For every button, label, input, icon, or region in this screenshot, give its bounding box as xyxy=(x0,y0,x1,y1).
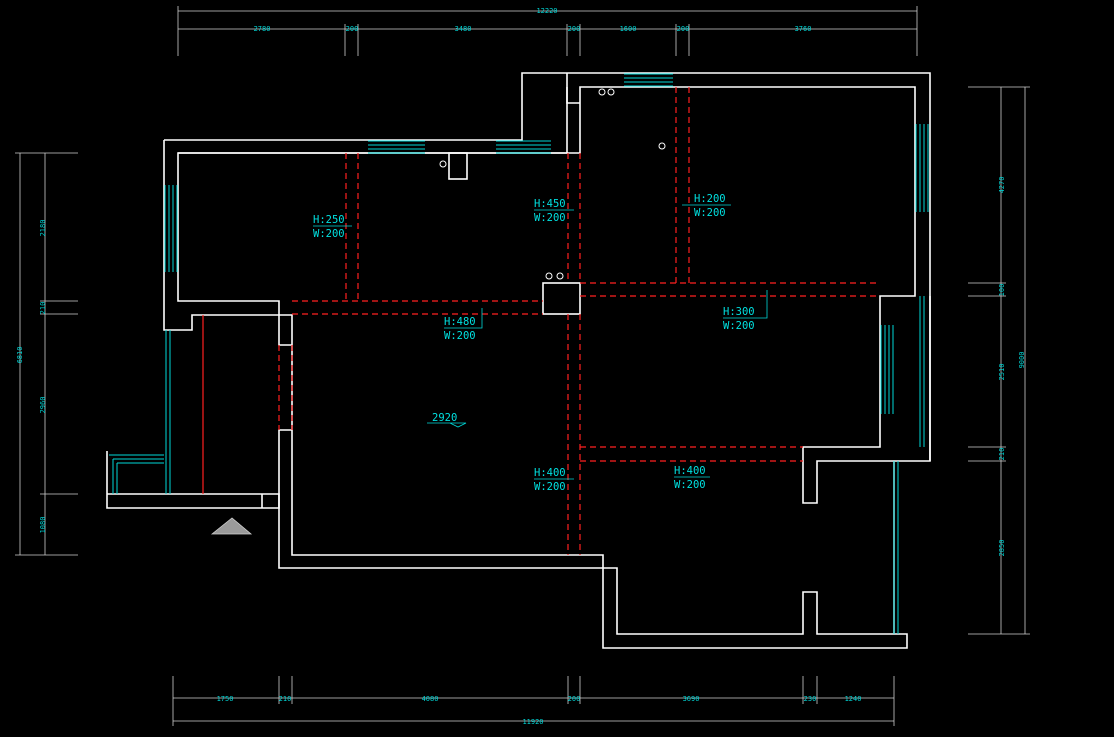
area-label: 2920 xyxy=(432,412,457,424)
beam-label-w: W:200 xyxy=(534,212,566,224)
beam-8 xyxy=(278,345,293,430)
drain-icon xyxy=(439,160,447,168)
bottom-dim-3: 4080 xyxy=(422,695,439,703)
right-dim-total: 9000 xyxy=(1018,352,1026,369)
column-box xyxy=(542,282,581,315)
fixtures xyxy=(210,88,666,535)
beam-2 xyxy=(567,153,581,283)
left-dim-2: 210 xyxy=(39,302,47,315)
pipe-icon xyxy=(556,272,564,280)
area-label-underline xyxy=(427,422,467,428)
walls xyxy=(106,72,931,649)
right-dim-1: 4270 xyxy=(998,177,1006,194)
beam-label-w: W:200 xyxy=(444,330,476,342)
stove-icon xyxy=(607,88,615,96)
left-dim-4: 1080 xyxy=(39,517,47,534)
entrance-arrow-icon xyxy=(210,517,253,535)
bottom-dim-7: 1240 xyxy=(845,695,862,703)
window-balcony xyxy=(109,454,164,494)
right-dim-3: 2510 xyxy=(998,364,1006,381)
top-dim-6: 200 xyxy=(677,25,690,33)
balcony-wall xyxy=(106,451,280,509)
beam-labels: H:250 W:200 H:450 W:200 H:200 W:200 H:48… xyxy=(313,193,768,493)
beam-label-h: H:400 xyxy=(674,465,706,477)
bottom-dim-6: 230 xyxy=(804,695,817,703)
leader-line xyxy=(723,290,768,319)
top-total-dim: 12220 xyxy=(536,7,557,15)
bottom-dim-1: 1750 xyxy=(217,695,234,703)
beam-label-w: W:200 xyxy=(723,320,755,332)
beam-label-h: H:450 xyxy=(534,198,566,210)
beams xyxy=(202,87,880,555)
bottom-dim-2: 210 xyxy=(279,695,292,703)
window-top-1 xyxy=(368,140,425,154)
window-right-4 xyxy=(893,461,899,634)
bottom-dim-5: 3690 xyxy=(683,695,700,703)
window-right-1 xyxy=(915,124,929,212)
drain-icon xyxy=(658,142,666,150)
window-right-3 xyxy=(919,296,925,447)
left-dimensions: 2180 210 6810 2960 1080 xyxy=(15,152,78,556)
beam-6 xyxy=(567,314,581,555)
beam-1 xyxy=(345,153,359,301)
beam-label-w: W:200 xyxy=(694,207,726,219)
windows xyxy=(109,73,929,634)
beam-label-w: W:200 xyxy=(674,479,706,491)
bottom-dimensions: 1750 210 4080 200 3690 230 1240 11920 xyxy=(172,676,895,726)
bottom-total-dim: 11920 xyxy=(522,718,543,726)
left-dim-1: 2180 xyxy=(39,220,47,237)
window-top-2 xyxy=(496,140,551,154)
beam-7 xyxy=(580,446,803,462)
top-dim-7: 3760 xyxy=(795,25,812,33)
right-dim-4: 210 xyxy=(998,448,1006,461)
beam-5 xyxy=(580,282,880,297)
beam-label-h: H:300 xyxy=(723,306,755,318)
window-right-2 xyxy=(880,325,894,414)
leader-line xyxy=(444,308,483,329)
window-top-3 xyxy=(624,73,673,87)
window-left-1 xyxy=(164,185,178,272)
left-dim-3: 2960 xyxy=(39,397,47,414)
window-left-2 xyxy=(165,330,171,494)
beam-label-w: W:200 xyxy=(313,228,345,240)
pipe-icon xyxy=(545,272,553,280)
beam-4 xyxy=(292,300,543,315)
bottom-dim-4: 200 xyxy=(568,695,581,703)
left-outer-wall xyxy=(163,140,279,331)
sink-fixture xyxy=(448,152,468,180)
top-dim-5: 1600 xyxy=(620,25,637,33)
beam-3 xyxy=(675,87,690,283)
right-dimensions: 4270 100 9000 2510 210 2850 xyxy=(968,86,1030,635)
top-dim-3: 3480 xyxy=(455,25,472,33)
beam-label-w: W:200 xyxy=(534,481,566,493)
left-dim-total: 6810 xyxy=(16,347,24,364)
top-dim-2: 200 xyxy=(346,25,359,33)
top-dimensions: 12220 2780 200 3480 200 1600 200 3760 xyxy=(177,6,918,56)
top-dim-1: 2780 xyxy=(254,25,271,33)
right-dim-5: 2850 xyxy=(998,540,1006,557)
beam-label-h: H:250 xyxy=(313,214,345,226)
top-dim-4: 200 xyxy=(568,25,581,33)
kitchen-notch-wall xyxy=(566,87,580,104)
beam-label-h: H:480 xyxy=(444,316,476,328)
right-return-wall xyxy=(893,296,931,634)
beam-label-h: H:200 xyxy=(694,193,726,205)
right-dim-2: 100 xyxy=(998,284,1006,297)
beam-label-h: H:400 xyxy=(534,467,566,479)
stove-icon xyxy=(598,88,606,96)
